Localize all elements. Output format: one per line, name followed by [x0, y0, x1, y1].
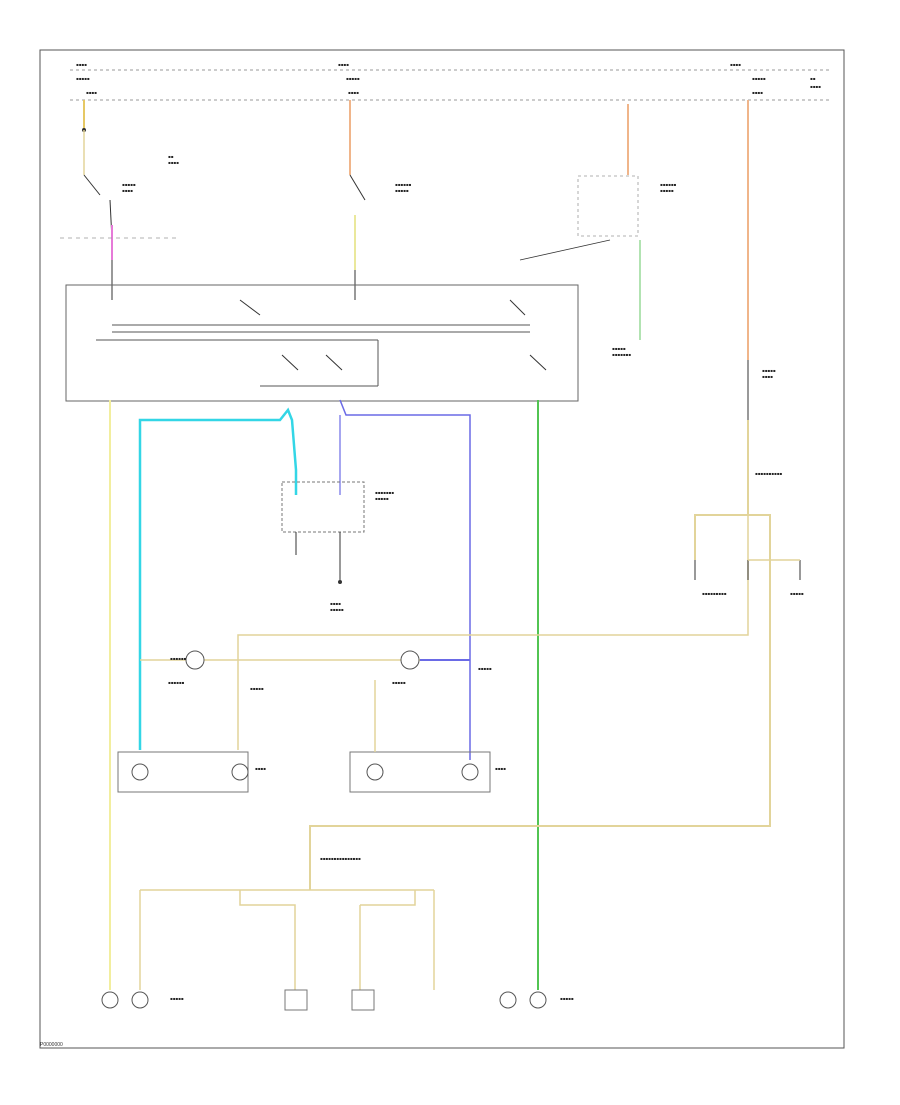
svg-text:▪▪▪▪: ▪▪▪▪ — [122, 188, 133, 193]
svg-text:▪▪▪▪: ▪▪▪▪ — [348, 90, 359, 95]
svg-text:▪▪▪▪: ▪▪▪▪ — [495, 766, 506, 771]
indicator-lamp-left — [185, 650, 205, 670]
fuse-labels: ▪▪▪▪▪▪▪▪▪▪▪▪▪ ▪▪▪▪▪▪▪▪▪▪▪▪▪ ▪▪▪▪▪▪▪▪▪▪▪▪… — [76, 62, 821, 95]
svg-text:▪▪▪▪▪: ▪▪▪▪▪ — [790, 591, 804, 596]
headlight-switch-box — [65, 284, 579, 402]
svg-text:▪▪▪▪▪▪: ▪▪▪▪▪▪ — [168, 680, 185, 685]
svg-text:▪▪▪▪▪: ▪▪▪▪▪ — [330, 607, 344, 612]
svg-text:▪▪▪▪▪▪: ▪▪▪▪▪▪ — [170, 656, 187, 661]
svg-text:▪▪: ▪▪ — [168, 154, 174, 159]
wire-cyan — [138, 407, 298, 750]
svg-text:▪▪▪▪▪: ▪▪▪▪▪ — [375, 496, 389, 501]
svg-text:▪▪▪▪▪▪▪▪▪▪: ▪▪▪▪▪▪▪▪▪▪ — [755, 471, 782, 476]
far-right-branch: ▪▪▪▪▪▪▪▪▪ — [747, 100, 776, 420]
micro-labels: ▪▪▪▪▪▪ ▪▪▪▪▪▪ ▪▪▪▪▪ ▪▪▪▪▪ ▪▪▪▪▪ ▪▪▪▪ ▪▪▪… — [168, 471, 804, 1001]
svg-text:▪▪▪▪▪: ▪▪▪▪▪ — [478, 666, 492, 671]
svg-text:▪▪▪▪: ▪▪▪▪ — [762, 374, 773, 379]
svg-text:▪▪▪▪▪: ▪▪▪▪▪ — [660, 188, 674, 193]
svg-text:▪▪▪▪▪: ▪▪▪▪▪ — [122, 182, 136, 187]
svg-text:▪▪▪▪▪▪▪▪▪▪▪▪▪▪▪: ▪▪▪▪▪▪▪▪▪▪▪▪▪▪▪ — [320, 856, 361, 861]
right-headlamp-box — [349, 751, 491, 793]
svg-text:▪▪▪▪▪: ▪▪▪▪▪ — [170, 996, 184, 1001]
svg-text:▪▪▪▪: ▪▪▪▪ — [168, 160, 179, 165]
svg-text:▪▪▪▪▪: ▪▪▪▪▪ — [250, 686, 264, 691]
svg-text:▪▪▪▪▪: ▪▪▪▪▪ — [395, 188, 409, 193]
svg-text:▪▪▪▪: ▪▪▪▪ — [86, 90, 97, 95]
svg-text:▪▪▪▪▪▪▪: ▪▪▪▪▪▪▪ — [612, 352, 631, 357]
svg-text:▪▪▪▪: ▪▪▪▪ — [255, 766, 266, 771]
svg-text:▪▪▪▪▪▪: ▪▪▪▪▪▪ — [395, 182, 412, 187]
svg-text:▪▪▪▪▪: ▪▪▪▪▪ — [76, 76, 90, 81]
svg-text:▪▪▪▪: ▪▪▪▪ — [730, 62, 741, 67]
dimmer-module — [281, 481, 365, 533]
wire-tan-right — [694, 420, 749, 560]
svg-text:▪▪▪▪▪: ▪▪▪▪▪ — [346, 76, 360, 81]
center-fuse-branch: ▪▪▪▪▪▪▪▪▪▪▪ — [349, 100, 412, 300]
svg-text:▪▪▪▪▪: ▪▪▪▪▪ — [762, 368, 776, 373]
switch-box-right — [577, 175, 639, 237]
right-upper-branch: ▪▪▪▪▪▪▪▪▪▪▪ ▪▪▪▪▪▪▪▪▪▪▪▪ — [519, 104, 677, 357]
svg-text:▪▪▪▪: ▪▪▪▪ — [810, 84, 821, 89]
svg-text:▪▪▪▪▪▪: ▪▪▪▪▪▪ — [660, 182, 677, 187]
diagram-footer-code: P0000000 — [40, 1042, 63, 1048]
svg-text:▪▪▪▪▪: ▪▪▪▪▪ — [612, 346, 626, 351]
diagram-border — [39, 49, 845, 1049]
svg-text:▪▪▪▪: ▪▪▪▪ — [338, 62, 349, 67]
left-fuse-branch: ▪▪▪▪▪▪▪▪▪ ▪▪▪▪▪▪ — [60, 100, 180, 300]
svg-text:▪▪▪▪: ▪▪▪▪ — [330, 601, 341, 606]
wire-tan-rear — [309, 514, 771, 890]
svg-text:▪▪▪▪: ▪▪▪▪ — [752, 90, 763, 95]
svg-text:▪▪▪▪▪▪▪▪▪: ▪▪▪▪▪▪▪▪▪ — [702, 591, 727, 596]
svg-text:▪▪▪▪▪: ▪▪▪▪▪ — [560, 996, 574, 1001]
indicator-lamp-right — [400, 650, 420, 670]
wire-blue — [339, 399, 471, 760]
svg-text:▪▪: ▪▪ — [810, 76, 816, 81]
svg-text:▪▪▪▪▪: ▪▪▪▪▪ — [392, 680, 406, 685]
svg-text:▪▪▪▪▪: ▪▪▪▪▪ — [752, 76, 766, 81]
rear-lamps — [101, 989, 547, 1011]
svg-text:▪▪▪▪▪▪▪: ▪▪▪▪▪▪▪ — [375, 490, 394, 495]
svg-text:▪▪▪▪: ▪▪▪▪ — [76, 62, 87, 67]
